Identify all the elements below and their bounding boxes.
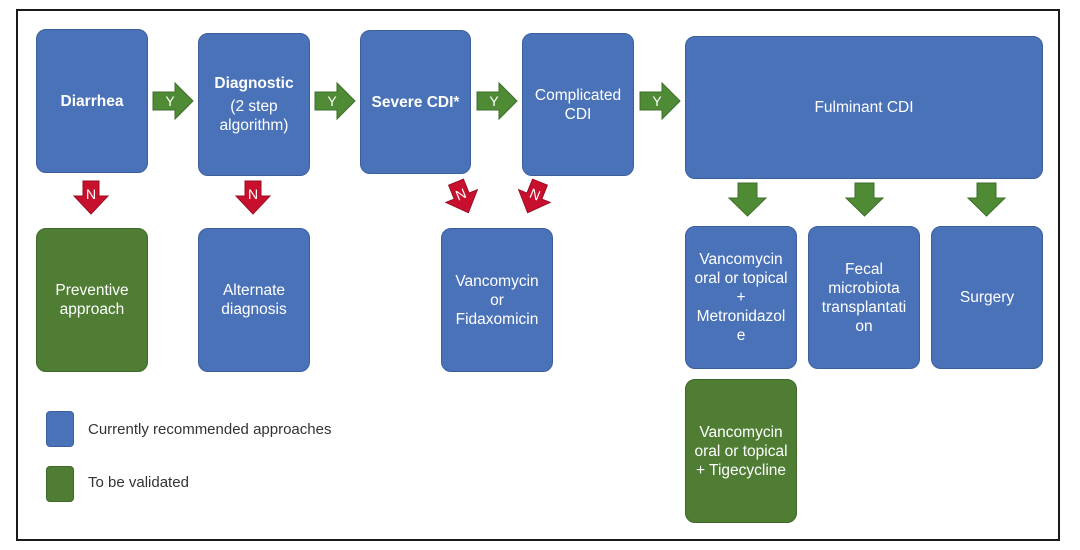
node-fulminant-cdi: Fulminant CDI [685, 36, 1043, 179]
node-fulminant-cdi-line-1: Fulminant CDI [814, 99, 914, 116]
no-arrow-1-label: N [86, 186, 96, 202]
node-vanco-fidax-line-1: Vancomycin [455, 272, 539, 290]
node-fecal-line-4: on [855, 317, 873, 335]
yes-arrow-3: Y [476, 81, 518, 121]
node-surgery-line-1: Surgery [959, 289, 1015, 306]
node-preventive-approach: Preventive approach [36, 228, 148, 372]
no-arrow-2: N [234, 180, 272, 215]
yes-arrow-1: Y [152, 81, 194, 121]
node-vanco-metro-line-2: oral or topical [694, 270, 788, 287]
yes-arrow-4: Y [639, 81, 681, 121]
node-vanco-tige-line-1: Vancomycin [699, 423, 783, 441]
node-vanco-metro-line-4: Metronidazol [696, 308, 786, 325]
yes-arrow-3-label: Y [489, 93, 499, 109]
node-alternate-line-2: diagnosis [221, 301, 287, 318]
node-fecal-line-1: Fecal [845, 260, 883, 278]
node-surgery: Surgery [931, 226, 1043, 369]
yes-arrow-4-label: Y [652, 93, 662, 109]
node-diarrhea: Diarrhea [36, 29, 148, 173]
node-fecal-line-3: transplantati [821, 298, 907, 316]
node-vanco-metro-line-1: Vancomycin [699, 251, 783, 268]
node-vancomycin-fidaxomicin: Vancomycin or Fidaxomicin [441, 228, 553, 372]
node-diagnostic: Diagnostic (2 step algorithm) [198, 33, 310, 176]
legend-label-recommended: Currently recommended approaches [88, 421, 332, 438]
down-arrow-to-fecal [844, 182, 885, 217]
no-arrow-4: N [517, 178, 552, 214]
node-fecal-line-2: microbiota [828, 279, 900, 297]
node-vanco-tige-line-2: oral or topical [694, 442, 788, 460]
node-preventive-line-2: approach [59, 301, 125, 318]
node-alternate-line-1: Alternate [222, 282, 286, 299]
node-vancomycin-tigecycline: Vancomycin oral or topical + Tigecycline [685, 379, 797, 523]
legend-swatch-to-be-validated [46, 466, 74, 502]
node-fecal-microbiota-transplantation: Fecal microbiota transplantati on [808, 226, 920, 369]
no-arrow-2-label: N [248, 186, 258, 202]
node-diarrhea-line-1: Diarrhea [60, 92, 124, 110]
node-severe-cdi-line-1: Severe CDI* [371, 93, 460, 111]
node-diagnostic-line-2: algorithm) [219, 117, 289, 134]
node-vanco-tige-line-3: + Tigecycline [695, 461, 787, 479]
down-arrow-to-vanco-metro [727, 182, 768, 217]
no-arrow-1: N [72, 180, 110, 215]
node-diagnostic-title: Diagnostic [214, 75, 294, 92]
node-vanco-metro-line-3: + [736, 289, 746, 306]
node-severe-cdi: Severe CDI* [360, 30, 471, 174]
yes-arrow-1-label: Y [165, 93, 175, 109]
legend-swatch-recommended [46, 411, 74, 447]
node-complicated-cdi-line-1: Complicated [534, 86, 622, 104]
node-preventive-line-1: Preventive [55, 282, 129, 299]
node-vancomycin-metronidazole: Vancomycin oral or topical + Metronidazo… [685, 226, 797, 369]
yes-arrow-2: Y [314, 81, 356, 121]
node-vanco-fidax-line-2: or [490, 291, 504, 309]
no-arrow-3: N [444, 178, 479, 214]
yes-arrow-2-label: Y [327, 93, 337, 109]
down-arrow-to-surgery [966, 182, 1007, 217]
node-complicated-cdi-line-2: CDI [564, 105, 592, 123]
legend-label-to-be-validated: To be validated [88, 474, 189, 491]
node-vanco-metro-line-5: e [736, 327, 746, 344]
node-diagnostic-line-1: (2 step [230, 98, 278, 115]
node-complicated-cdi: Complicated CDI [522, 33, 634, 176]
node-alternate-diagnosis: Alternate diagnosis [198, 228, 310, 372]
node-vanco-fidax-line-3: Fidaxomicin [455, 310, 539, 328]
